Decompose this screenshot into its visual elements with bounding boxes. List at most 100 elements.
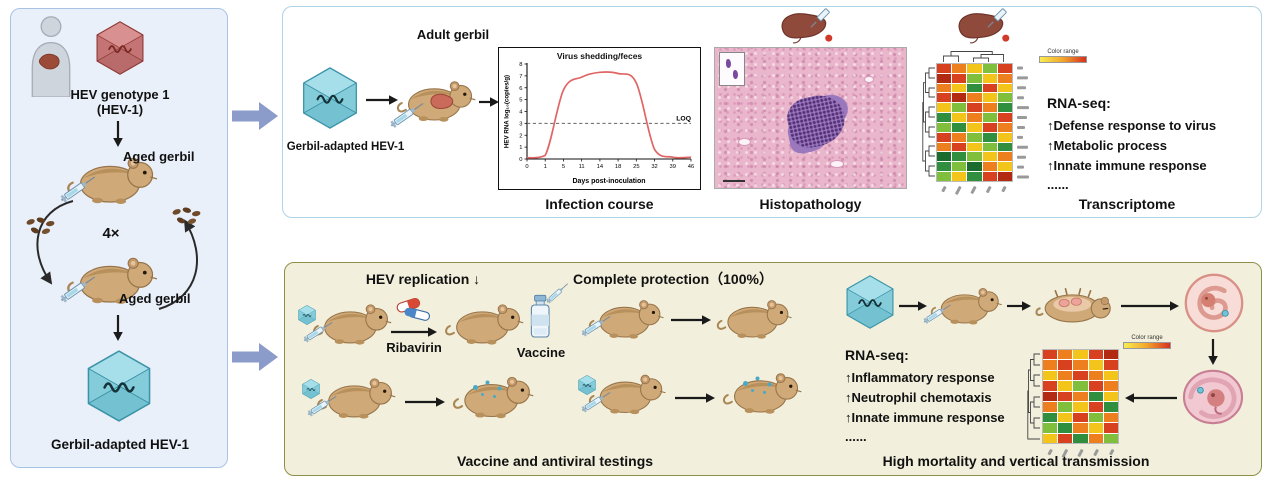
hev1-virus-icon xyxy=(93,21,147,75)
svg-text:7: 7 xyxy=(519,74,522,80)
feces-icon xyxy=(23,215,57,239)
gerbil-adapted-virus-label: Gerbil-adapted HEV-1 xyxy=(50,437,190,452)
ribavirin-label: Ribavirin xyxy=(386,340,442,355)
human-liver-icon xyxy=(25,15,77,97)
caption-infection-course: Infection course xyxy=(545,196,654,212)
svg-text:11: 11 xyxy=(579,164,585,170)
svg-text:2: 2 xyxy=(519,133,522,139)
heatmap-column-labels xyxy=(1042,445,1119,458)
legend-label: Color range xyxy=(1047,49,1079,55)
svg-text:1: 1 xyxy=(544,164,547,170)
caption-transcriptome: Transcriptome xyxy=(1078,196,1176,212)
infected-gerbil-icon xyxy=(721,363,805,419)
right-arrow-icon xyxy=(899,299,927,311)
rnaseq-summary: RNA-seq: ↑Defense response to virus ↑Met… xyxy=(1047,95,1259,192)
right-arrow-icon xyxy=(391,325,437,337)
caption-histopathology: Histopathology xyxy=(759,196,862,212)
liver-overlay-icon xyxy=(429,91,455,111)
svg-text:25: 25 xyxy=(633,164,639,170)
gerbil-icon xyxy=(443,295,527,349)
svg-text:39: 39 xyxy=(670,164,676,170)
rnaseq-item: ↑Inflammatory response xyxy=(845,369,995,385)
gerbil-adapted-virus-icon xyxy=(299,67,361,129)
aged-gerbil-label: Aged gerbil xyxy=(119,291,191,306)
adult-gerbil-label: Adult gerbil xyxy=(416,27,490,42)
passage-cycle-arrows-icon xyxy=(36,200,198,310)
svg-text:8: 8 xyxy=(519,62,522,68)
gerbil-icon xyxy=(715,291,795,343)
color-range-legend: Color range xyxy=(1039,49,1087,63)
histology-inset xyxy=(719,52,745,86)
rnaseq-title: RNA-seq: xyxy=(845,347,909,363)
fetus-placenta-icon xyxy=(1181,367,1245,427)
down-arrow-icon xyxy=(112,315,124,341)
down-arrow-icon xyxy=(112,121,124,147)
legend-gradient-bar xyxy=(1039,55,1087,63)
liver-inoculation-icon xyxy=(778,7,836,49)
heatmap-row-labels xyxy=(1016,63,1032,182)
chart-title: Virus shedding/feces xyxy=(556,51,643,61)
feces-icon xyxy=(169,205,203,229)
svg-text:5: 5 xyxy=(562,164,565,170)
svg-text:HEV RNA log₁₀(copies/g): HEV RNA log₁₀(copies/g) xyxy=(504,75,511,148)
rnaseq-item: ↑Defense response to virus xyxy=(1047,117,1217,133)
caption-vertical-transmission: High mortality and vertical transmission xyxy=(882,453,1150,469)
passage-count-label: 4× xyxy=(102,225,120,242)
svg-text:46: 46 xyxy=(688,164,694,170)
svg-text:LOQ: LOQ xyxy=(676,115,691,122)
virus-specks-icon xyxy=(473,385,478,390)
caption-vaccine-antiviral: Vaccine and antiviral testings xyxy=(456,453,654,469)
vertical-transmission-heatmap xyxy=(1042,349,1119,444)
hev-genotype-label: HEV genotype 1 xyxy=(70,87,170,102)
panel-applications: HEV replication ↓ Ribavirin xyxy=(284,262,1262,476)
svg-text:32: 32 xyxy=(651,164,657,170)
vaccine-label: Vaccine xyxy=(516,345,566,360)
down-arrow-icon xyxy=(1207,339,1219,365)
rnaseq-item: ↑Innate immune response xyxy=(845,410,1005,426)
rnaseq-item: ↑Metabolic process xyxy=(1047,137,1167,153)
svg-text:0: 0 xyxy=(525,164,528,170)
svg-text:18: 18 xyxy=(615,164,621,170)
complete-protection-label: Complete protection（100%） xyxy=(573,271,773,287)
right-arrow-icon xyxy=(1007,299,1031,311)
aged-gerbil-label: Aged gerbil xyxy=(123,149,195,164)
svg-text:0: 0 xyxy=(519,157,522,163)
svg-text:Days post-inoculation: Days post-inoculation xyxy=(572,178,645,185)
right-arrow-icon xyxy=(479,95,499,107)
virus-label: Gerbil-adapted HEV-1 xyxy=(286,141,405,153)
left-arrow-icon xyxy=(1125,391,1177,403)
scale-bar xyxy=(723,179,745,182)
svg-text:5: 5 xyxy=(519,98,522,104)
panel-virus-adaptation: HEV genotype 1 (HEV-1) Aged gerbil 4× Ag… xyxy=(10,8,228,468)
rnaseq-item: ↑Neutrophil chemotaxis xyxy=(845,389,992,405)
legend-label: Color range xyxy=(1131,335,1163,341)
rnaseq-item: ...... xyxy=(1047,176,1069,192)
svg-text:4: 4 xyxy=(519,110,523,116)
legend-gradient-bar xyxy=(1123,341,1171,349)
vessel xyxy=(863,76,874,83)
heatmap-column-labels xyxy=(936,184,1011,195)
histopathology-image xyxy=(714,47,907,189)
hev-replication-label: HEV replication ↓ xyxy=(365,271,481,287)
infected-gerbil-icon xyxy=(451,367,537,423)
hev1-label: (HEV-1) xyxy=(96,102,144,117)
svg-text:6: 6 xyxy=(519,86,522,92)
rnaseq-title: RNA-seq: xyxy=(1047,95,1111,111)
vessel xyxy=(829,160,844,168)
right-arrow-icon xyxy=(675,391,715,403)
heatmap-dendrogram-left xyxy=(922,67,935,177)
color-range-legend: Color range xyxy=(1123,335,1171,349)
rnaseq-item: ...... xyxy=(845,428,867,444)
pregnant-gerbil-icon xyxy=(1033,277,1117,329)
vessel xyxy=(737,137,751,146)
ribavirin-pills-icon xyxy=(395,295,433,323)
lymphocyte-infiltrate xyxy=(782,90,850,152)
virus-specks-icon xyxy=(743,381,748,386)
right-arrow-icon xyxy=(405,395,445,407)
connector-arrow-top-icon xyxy=(232,101,278,131)
gerbil-adapted-virus-icon xyxy=(83,347,155,425)
heatmap-dendrogram-top xyxy=(943,51,1004,62)
